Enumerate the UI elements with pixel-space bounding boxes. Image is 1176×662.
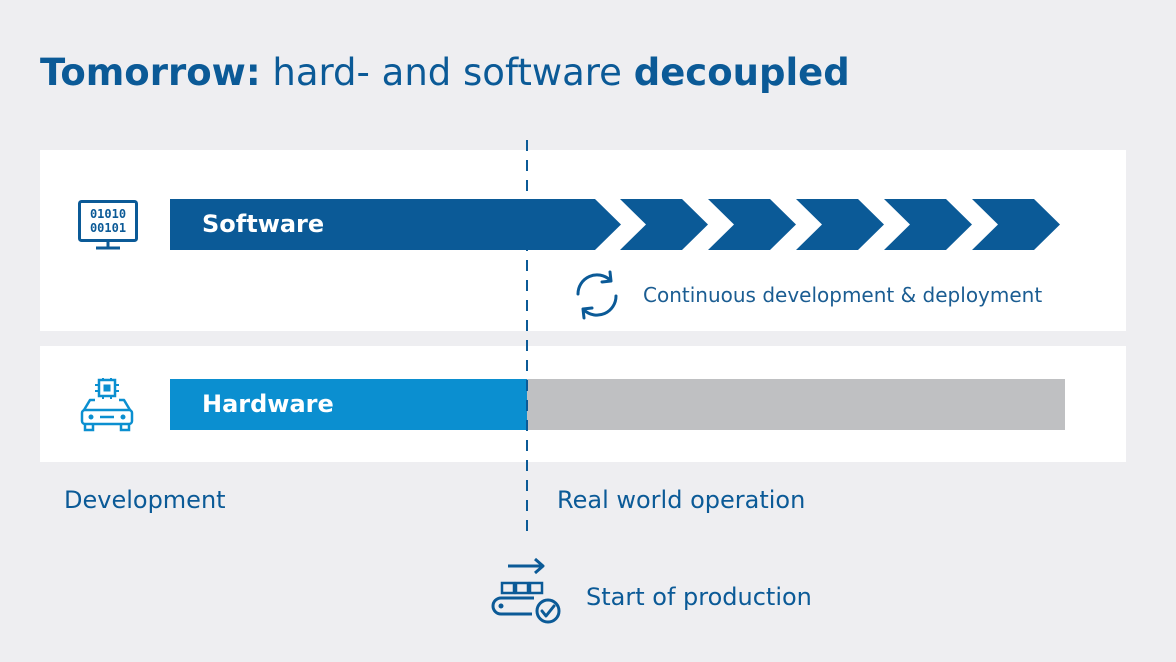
- hardware-development-bar: [170, 379, 527, 430]
- software-chevron: [972, 199, 1060, 250]
- refresh-cycle-icon: [576, 270, 618, 320]
- title-middle: hard- and software: [272, 51, 622, 94]
- title-strong-tomorrow: Tomorrow:: [40, 51, 261, 94]
- binary-text-bottom: 00101: [90, 221, 126, 235]
- software-bar: [170, 199, 1060, 250]
- start-of-production-label: Start of production: [586, 583, 812, 611]
- production-conveyor-icon: [491, 557, 561, 624]
- binary-text-top: 01010: [90, 207, 126, 221]
- software-chevron: [884, 199, 972, 250]
- software-chevron: [620, 199, 708, 250]
- development-phase-label: Development: [64, 486, 226, 514]
- arrow-right-icon: [508, 557, 545, 575]
- hardware-operation-bar: [527, 379, 1065, 430]
- page-title: Tomorrow: hard- and software decoupled: [40, 50, 850, 96]
- software-chevron: [708, 199, 796, 250]
- title-strong-decoupled: decoupled: [633, 51, 850, 94]
- car-chip-icon: [80, 378, 134, 432]
- real-world-operation-label: Real world operation: [557, 486, 806, 514]
- computer-binary-icon: 01010 00101: [78, 200, 138, 250]
- software-main-arrow: [170, 199, 621, 250]
- start-of-production-divider: [526, 140, 528, 540]
- hardware-label: Hardware: [202, 390, 334, 418]
- software-label: Software: [202, 210, 325, 238]
- software-chevron: [796, 199, 884, 250]
- continuous-deployment-caption: Continuous development & deployment: [643, 283, 1043, 307]
